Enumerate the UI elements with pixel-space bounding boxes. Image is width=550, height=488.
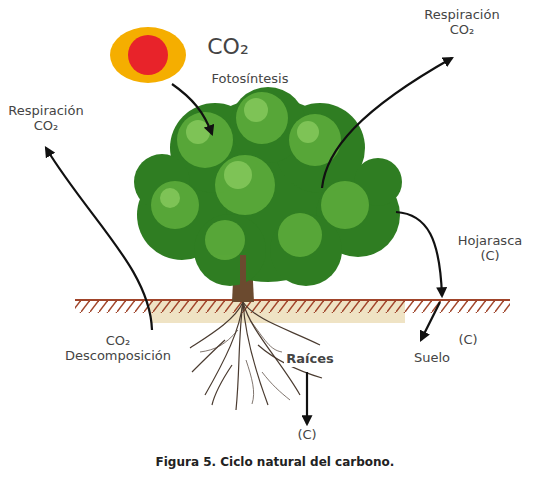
carbon-label: (C) [295, 428, 318, 443]
carbon-pool-label: Raíces [284, 352, 336, 367]
process-label: CO₂ Descomposición [63, 334, 173, 364]
carbon-pool-label: Hojarasca (C) [456, 234, 525, 264]
process-label: Respiración CO₂ [422, 8, 501, 38]
carbon-pool-label: Suelo [412, 351, 452, 366]
process-label: Fotosíntesis [210, 72, 291, 87]
flow-arrows [46, 58, 452, 424]
sun [110, 27, 186, 83]
figure-caption: Figura 5. Ciclo natural del carbono. [156, 455, 395, 469]
process-label: Respiración CO₂ [6, 104, 85, 134]
soil-band [75, 300, 510, 323]
carbon-label: (C) [456, 333, 479, 348]
co2-label: CO₂ [205, 34, 251, 59]
